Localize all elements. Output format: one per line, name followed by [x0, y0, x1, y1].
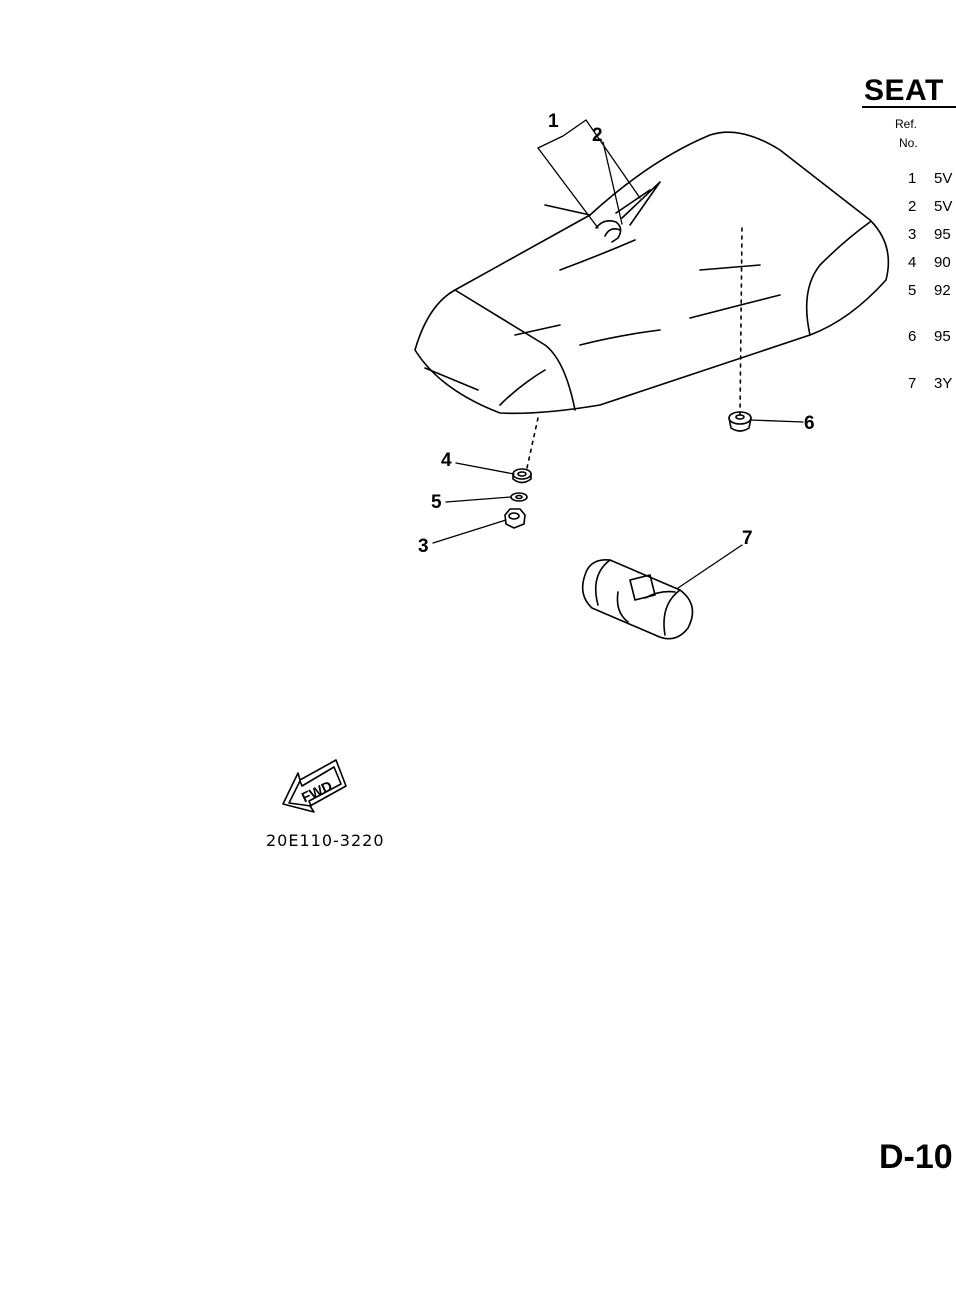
- callout-6: 6: [804, 413, 815, 434]
- callout-7: 7: [742, 528, 753, 549]
- ref-number: 6: [908, 328, 917, 345]
- page-title: SEAT: [864, 74, 944, 107]
- title-underline: [862, 106, 956, 108]
- part-washer: [510, 492, 528, 502]
- part-nut: [504, 508, 526, 529]
- callout-2: 2: [592, 125, 603, 146]
- ref-number: 5: [908, 282, 917, 299]
- table-row: 2 5V: [908, 198, 956, 215]
- part-number: 92: [934, 282, 951, 299]
- ref-number: 3: [908, 226, 917, 243]
- table-row: 3 95: [908, 226, 956, 243]
- part-number: 5V: [934, 170, 953, 187]
- ref-number: 4: [908, 254, 917, 271]
- fwd-arrow-icon: [282, 759, 347, 813]
- callout-3: 3: [418, 536, 429, 557]
- part-number: 3Y: [934, 375, 953, 392]
- part-number: 95: [934, 226, 951, 243]
- table-row: 5 92: [908, 282, 956, 299]
- seat-bolt-axis-rear: [739, 227, 743, 416]
- page-number: D-10: [879, 1138, 953, 1176]
- callout-1: 1: [548, 111, 559, 132]
- table-header-ref: Ref.: [895, 117, 918, 131]
- seat-body: [414, 131, 890, 415]
- part-tool-bag: [581, 558, 694, 640]
- table-header-no: No.: [899, 136, 918, 150]
- seat-strap: [595, 181, 661, 243]
- callout-4: 4: [441, 450, 452, 471]
- part-damper: [728, 411, 752, 432]
- table-row: 6 95: [908, 328, 956, 345]
- table-row: 1 5V: [908, 170, 956, 187]
- seat-bolt-axis-front: [526, 417, 539, 469]
- part-number: 90: [934, 254, 951, 271]
- leader-lines: [432, 119, 804, 589]
- fwd-label: FWD: [299, 777, 335, 805]
- part-number: 5V: [934, 198, 953, 215]
- part-number: 95: [934, 328, 951, 345]
- ref-number: 2: [908, 198, 917, 215]
- callout-5: 5: [431, 492, 442, 513]
- part-collar: [512, 468, 532, 484]
- table-row: 4 90: [908, 254, 956, 271]
- figure-code: 20E110-3220: [266, 831, 385, 850]
- ref-number: 7: [908, 375, 917, 392]
- ref-number: 1: [908, 170, 917, 187]
- table-row: 7 3Y: [908, 375, 956, 392]
